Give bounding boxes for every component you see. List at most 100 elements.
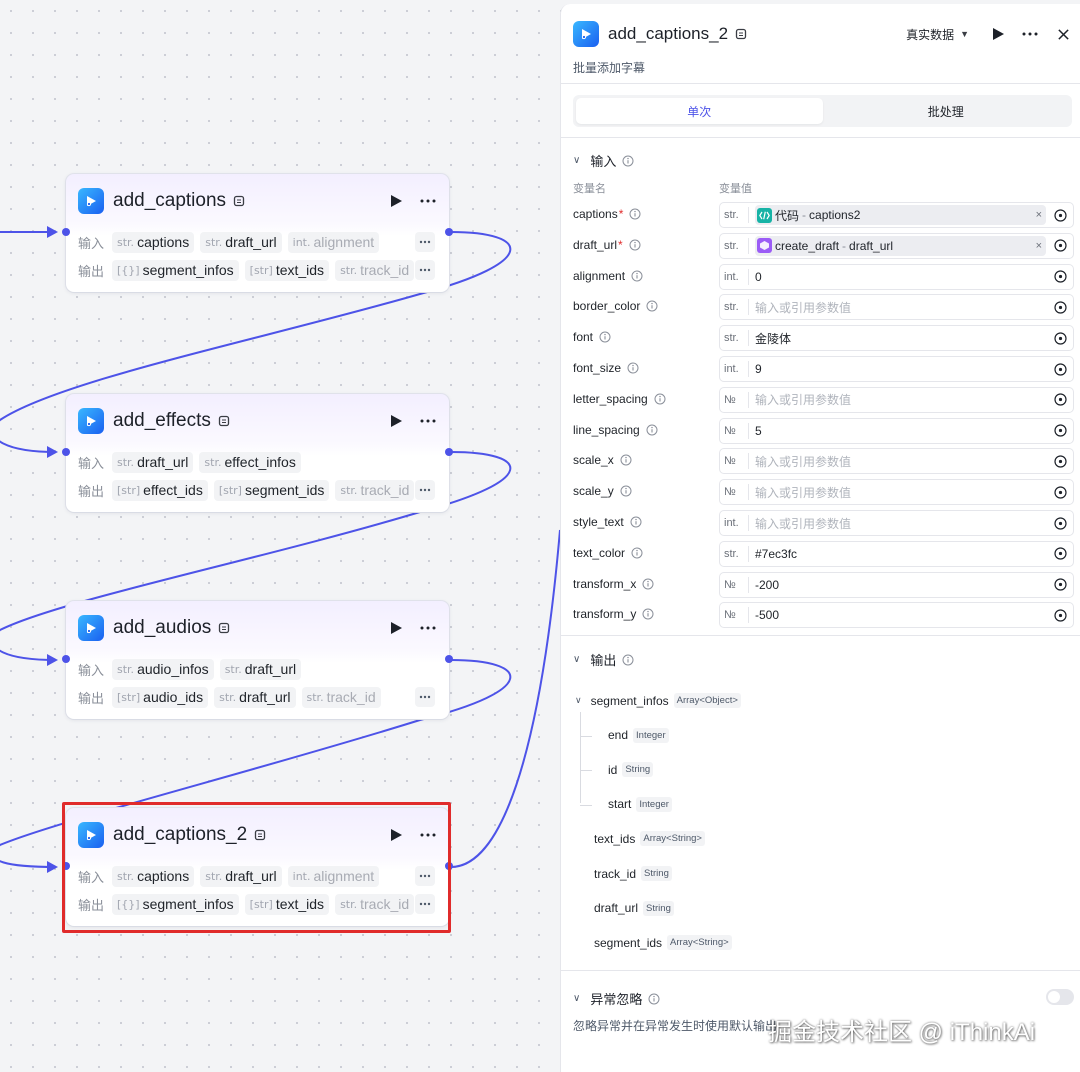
param-tag: str.audio_infos	[112, 658, 214, 680]
run-node-button[interactable]	[389, 828, 403, 842]
chevron-down-icon[interactable]: ∨	[573, 654, 581, 665]
info-icon	[620, 485, 632, 497]
output-port[interactable]	[445, 228, 453, 236]
variable-picker-icon[interactable]	[1054, 270, 1067, 283]
output-port[interactable]	[445, 655, 453, 663]
tab-batch[interactable]: 批处理	[927, 104, 964, 119]
more-options-button[interactable]	[419, 194, 437, 208]
run-node-button[interactable]	[991, 27, 1005, 41]
output-type: Array<String>	[667, 935, 732, 951]
chevron-down-icon[interactable]: ▼	[960, 29, 969, 39]
type-badge: str.	[204, 455, 222, 469]
variable-picker-icon[interactable]	[1054, 547, 1067, 560]
chevron-down-icon[interactable]: ∨	[573, 993, 581, 1004]
exception-section-header[interactable]: ∨ 异常忽略	[573, 989, 660, 1008]
input-port[interactable]	[62, 655, 70, 663]
output-port[interactable]	[445, 862, 453, 870]
variable-picker-icon[interactable]	[1054, 516, 1067, 530]
param-value-field[interactable]: int.0	[719, 263, 1074, 290]
type-badge: int.	[292, 869, 311, 883]
clear-reference-button[interactable]: ×	[1035, 239, 1042, 252]
param-name: audio_infos	[137, 661, 209, 677]
output-section-header[interactable]: ∨ 输出	[573, 650, 634, 669]
tab-single[interactable]: 单次	[576, 98, 823, 124]
param-value-field[interactable]: №-200	[719, 571, 1074, 598]
expand-params-button[interactable]	[415, 866, 435, 886]
close-panel-button[interactable]	[1057, 28, 1070, 41]
info-icon	[629, 239, 641, 251]
run-node-button[interactable]	[389, 414, 403, 428]
expand-params-button[interactable]	[415, 232, 435, 252]
chevron-down-icon[interactable]: ∨	[573, 155, 581, 166]
input-section-header[interactable]: ∨ 输入	[573, 151, 634, 170]
capcut-logo-icon	[78, 188, 104, 214]
output-port[interactable]	[445, 448, 453, 456]
variable-picker-icon[interactable]	[1054, 609, 1067, 622]
input-port[interactable]	[62, 862, 70, 870]
param-value-field[interactable]: int.9	[719, 356, 1074, 382]
run-node-button[interactable]	[389, 194, 403, 208]
info-icon	[646, 300, 658, 312]
more-options-button[interactable]	[419, 621, 437, 635]
variable-picker-icon[interactable]	[1054, 301, 1067, 314]
param-name: effect_infos	[224, 454, 296, 470]
exception-ignore-toggle[interactable]	[1046, 989, 1074, 1005]
more-options-button[interactable]	[1021, 27, 1039, 41]
input-port[interactable]	[62, 228, 70, 236]
variable-reference[interactable]: create_draft-draft_url×	[755, 235, 1046, 256]
data-mode-select[interactable]: 真实数据	[906, 27, 955, 42]
variable-picker-icon[interactable]	[1054, 208, 1067, 222]
param-value-field[interactable]: str.#7ec3fc	[719, 540, 1074, 567]
param-value-field[interactable]: str.create_draft-draft_url×	[719, 232, 1074, 259]
chevron-down-icon[interactable]: ∨	[575, 695, 582, 705]
param-value-field[interactable]: №-500	[719, 602, 1074, 629]
param-value-field[interactable]: str.金陵体	[719, 325, 1074, 352]
input-port[interactable]	[62, 448, 70, 456]
row-label: 输出	[78, 690, 105, 706]
variable-picker-icon[interactable]	[1054, 239, 1067, 252]
expand-params-button[interactable]	[415, 894, 435, 914]
expand-params-button[interactable]	[415, 260, 435, 280]
row-label: 输出	[78, 897, 105, 913]
param-label: scale_y	[573, 484, 614, 499]
param-name: alignment	[313, 234, 375, 250]
variable-picker-icon[interactable]	[1054, 332, 1067, 345]
variable-picker-icon[interactable]	[1054, 455, 1067, 468]
expand-params-button[interactable]	[415, 480, 435, 500]
variable-picker-icon[interactable]	[1054, 393, 1067, 406]
param-value-field[interactable]: str.输入或引用参数值	[719, 294, 1074, 321]
variable-reference[interactable]: 代码-captions2×	[755, 205, 1046, 225]
reference-field: draft_url	[849, 238, 894, 253]
type-badge: str.	[724, 547, 739, 560]
variable-picker-icon[interactable]	[1054, 578, 1067, 591]
param-name: track_id	[360, 262, 410, 278]
param-label: border_color	[573, 299, 641, 314]
param-value-field[interactable]: int.输入或引用参数值	[719, 510, 1074, 536]
more-options-button[interactable]	[419, 414, 437, 428]
variable-picker-icon[interactable]	[1054, 362, 1067, 376]
expand-params-button[interactable]	[415, 687, 435, 707]
param-value-field[interactable]: str.代码-captions2×	[719, 202, 1074, 228]
run-node-button[interactable]	[389, 621, 403, 635]
more-options-button[interactable]	[419, 828, 437, 842]
clear-reference-button[interactable]: ×	[1035, 209, 1042, 221]
variable-picker-icon[interactable]	[1054, 486, 1067, 499]
type-badge: str.	[117, 869, 135, 883]
variable-picker-icon[interactable]	[1054, 424, 1067, 437]
